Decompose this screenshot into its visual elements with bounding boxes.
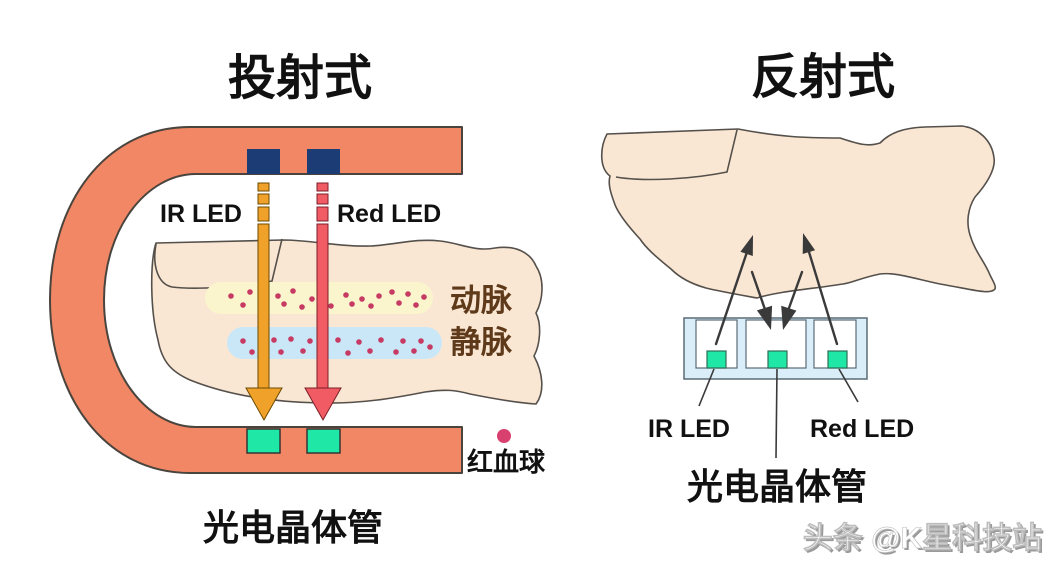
- arrowhead-down-left: [756, 305, 773, 330]
- blood-cell-dot: [240, 302, 246, 308]
- blood-cell-dot: [299, 304, 305, 310]
- watermark-shadow: 头条 @K星科技站: [805, 524, 1044, 557]
- blood-cell-dot: [400, 338, 406, 344]
- blood-cell-dot: [389, 289, 395, 295]
- blood-cell-dot: [427, 344, 433, 350]
- blood-cell-dot: [228, 293, 234, 299]
- blood-cell-dot: [281, 301, 287, 307]
- phototransistor-label-left: 光电晶体管: [203, 507, 383, 548]
- sensor-module: [683, 317, 868, 380]
- blood-cell-dot: [247, 289, 253, 295]
- phototransistor-chip-left1: [246, 428, 281, 454]
- blood-cell-dot: [396, 300, 402, 306]
- leader-red: [838, 368, 859, 403]
- leader-lines: [698, 368, 859, 459]
- vein-label: 静脉: [450, 325, 513, 360]
- blood-cell-dot: [271, 337, 277, 343]
- fingernail-outline-right: [615, 129, 738, 181]
- blood-cell-dot: [413, 302, 419, 308]
- ray-down-left: [750, 270, 766, 310]
- blood-cell-dot: [249, 349, 255, 355]
- blood-cell-dot: [345, 350, 351, 356]
- blood-cell-dot: [376, 293, 382, 299]
- ir-led-chip: [247, 149, 280, 174]
- blood-cell-dot: [335, 337, 341, 343]
- arrowhead-down-right: [781, 305, 797, 330]
- blood-cell-dot: [349, 301, 355, 307]
- leader-detector: [775, 368, 778, 459]
- blood-cell-dot: [393, 349, 399, 355]
- phototransistor-chip-left2: [306, 428, 341, 454]
- ray-up-right: [807, 250, 839, 346]
- ir-led-chip-right: [706, 350, 727, 369]
- blood-cell-dot: [309, 296, 315, 302]
- blood-cell-dot: [240, 338, 246, 344]
- blood-cell-dot: [275, 293, 281, 299]
- arrowhead-up-right: [802, 233, 816, 254]
- blood-cell-dot: [328, 303, 334, 309]
- finger-side-view: [600, 125, 997, 299]
- ray-arrowheads: [740, 233, 816, 330]
- blood-cell-dot: [343, 292, 349, 298]
- red-led-chip-right: [827, 350, 848, 369]
- ray-down-right: [787, 270, 804, 310]
- blood-cell-dot: [378, 337, 384, 343]
- phototransistor-label-right: 光电晶体管: [687, 466, 867, 507]
- artery-blood-cells: [228, 288, 427, 310]
- blood-cell-dot: [307, 338, 313, 344]
- ray-up-left: [714, 250, 749, 346]
- artery-label: 动脉: [450, 283, 513, 318]
- finger-cross-section: [150, 239, 543, 405]
- blood-cell-dot: [411, 348, 417, 354]
- reflective-panel: 反射式: [600, 51, 997, 507]
- ir-led-label-right: IR LED: [648, 415, 730, 443]
- light-rays: [714, 250, 839, 346]
- ir-light-beam: [245, 182, 283, 422]
- blood-cell-dot: [288, 336, 294, 342]
- finger-clamp-shape: [49, 126, 463, 474]
- red-led-chip: [307, 149, 340, 174]
- watermark-text: 头条 @K星科技站: [803, 522, 1042, 555]
- blood-cell-dot: [405, 291, 411, 297]
- phototransistor-chip-right: [767, 350, 788, 369]
- blood-cell-dot: [368, 303, 374, 309]
- red-blood-cell-dot: [497, 429, 511, 443]
- red-led-label-right: Red LED: [810, 415, 914, 443]
- blood-cell-dot: [278, 349, 284, 355]
- blood-cell-dot: [418, 338, 424, 344]
- blood-cell-dot: [300, 348, 306, 354]
- blood-cell-dot: [421, 294, 427, 300]
- blood-cell-dot: [290, 288, 296, 294]
- transmissive-title: 投射式: [228, 52, 372, 105]
- ir-led-label-left: IR LED: [160, 200, 242, 228]
- watermark: 头条 @K星科技站 头条 @K星科技站: [802, 522, 1044, 557]
- reflective-title: 反射式: [751, 51, 895, 104]
- transmissive-panel: 投射式: [49, 52, 546, 548]
- blood-cell-dot: [359, 296, 365, 302]
- blood-cell-dot: [356, 339, 362, 345]
- arrowhead-up-left: [740, 235, 753, 256]
- red-blood-cell-label: 红血球: [467, 447, 546, 477]
- red-light-beam: [304, 182, 342, 422]
- red-led-label-left: Red LED: [337, 200, 441, 228]
- blood-cell-dot: [367, 348, 373, 354]
- leader-ir: [698, 368, 715, 407]
